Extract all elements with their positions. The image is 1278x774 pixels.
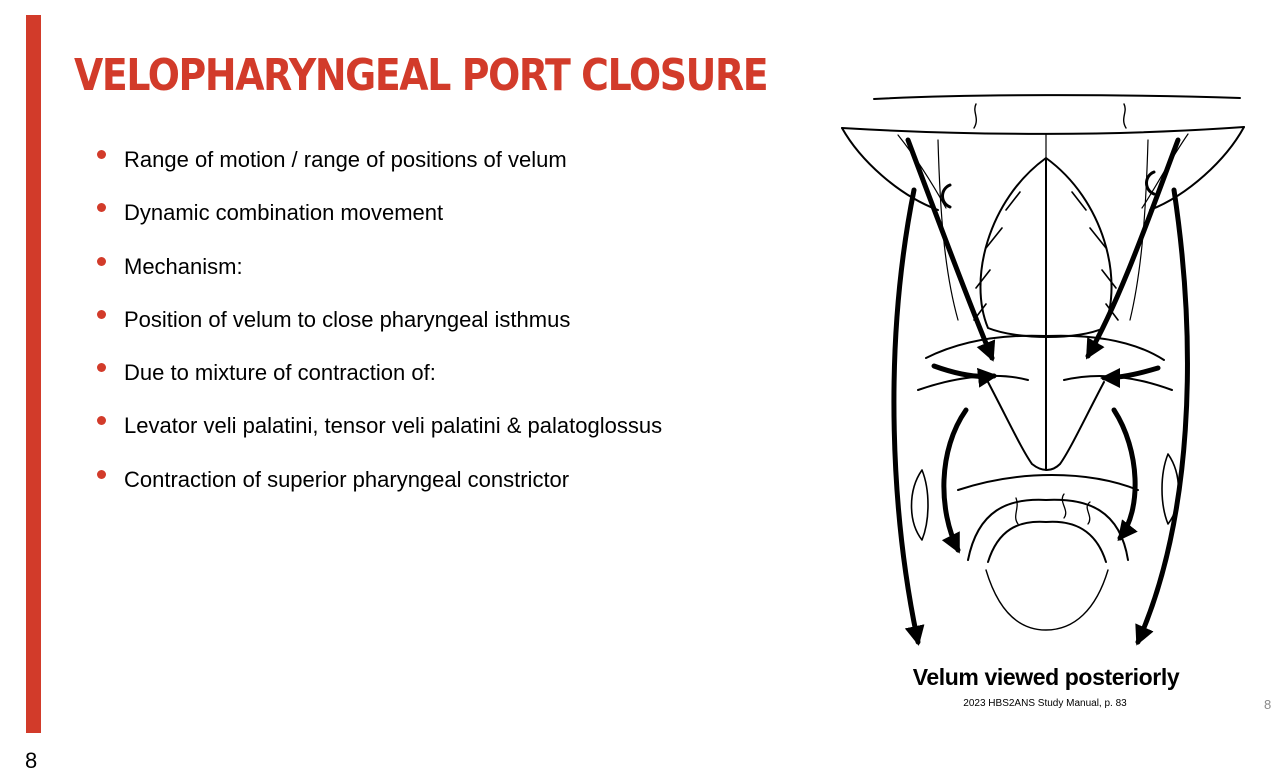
bullet-item: Range of motion / range of positions of …	[92, 144, 662, 197]
bullet-item: Mechanism:	[92, 251, 662, 304]
bullet-text: Contraction of superior pharyngeal const…	[124, 466, 570, 492]
bullet-dot	[97, 309, 106, 319]
bullet-item: Due to mixture of contraction of:	[92, 357, 662, 410]
bullet-list: Range of motion / range of positions of …	[92, 144, 662, 517]
bullet-item: Dynamic combination movement	[92, 197, 662, 250]
slide-number: 8	[1264, 697, 1272, 712]
slide-title: VELOPHARYNGEAL PORT CLOSURE	[74, 50, 769, 101]
bullet-dot	[97, 469, 106, 479]
bullet-dot	[97, 256, 106, 266]
bullet-text: Position of velum to close pharyngeal is…	[124, 306, 571, 332]
bullet-text: Mechanism:	[124, 253, 243, 279]
velum-illustration	[841, 94, 1245, 646]
bullet-text: Due to mixture of contraction of:	[124, 360, 436, 386]
bullet-item: Levator veli palatini, tensor veli palat…	[92, 410, 662, 463]
accent-bar	[26, 15, 41, 733]
figure-caption: Velum viewed posteriorly	[912, 664, 1180, 690]
bullet-item: Position of velum to close pharyngeal is…	[92, 304, 662, 357]
figure-source: 2023 HBS2ANS Study Manual, p. 83	[963, 698, 1127, 709]
page-number: 8	[25, 748, 38, 773]
bullet-dot	[97, 203, 106, 213]
bullet-dot	[97, 363, 106, 373]
bullet-dot	[97, 416, 106, 426]
bullet-item: Contraction of superior pharyngeal const…	[92, 464, 662, 517]
bullet-text: Levator veli palatini, tensor veli palat…	[124, 413, 663, 439]
bullet-text: Dynamic combination movement	[124, 200, 444, 226]
bullet-text: Range of motion / range of positions of …	[124, 147, 567, 172]
bullet-dot	[97, 150, 106, 159]
